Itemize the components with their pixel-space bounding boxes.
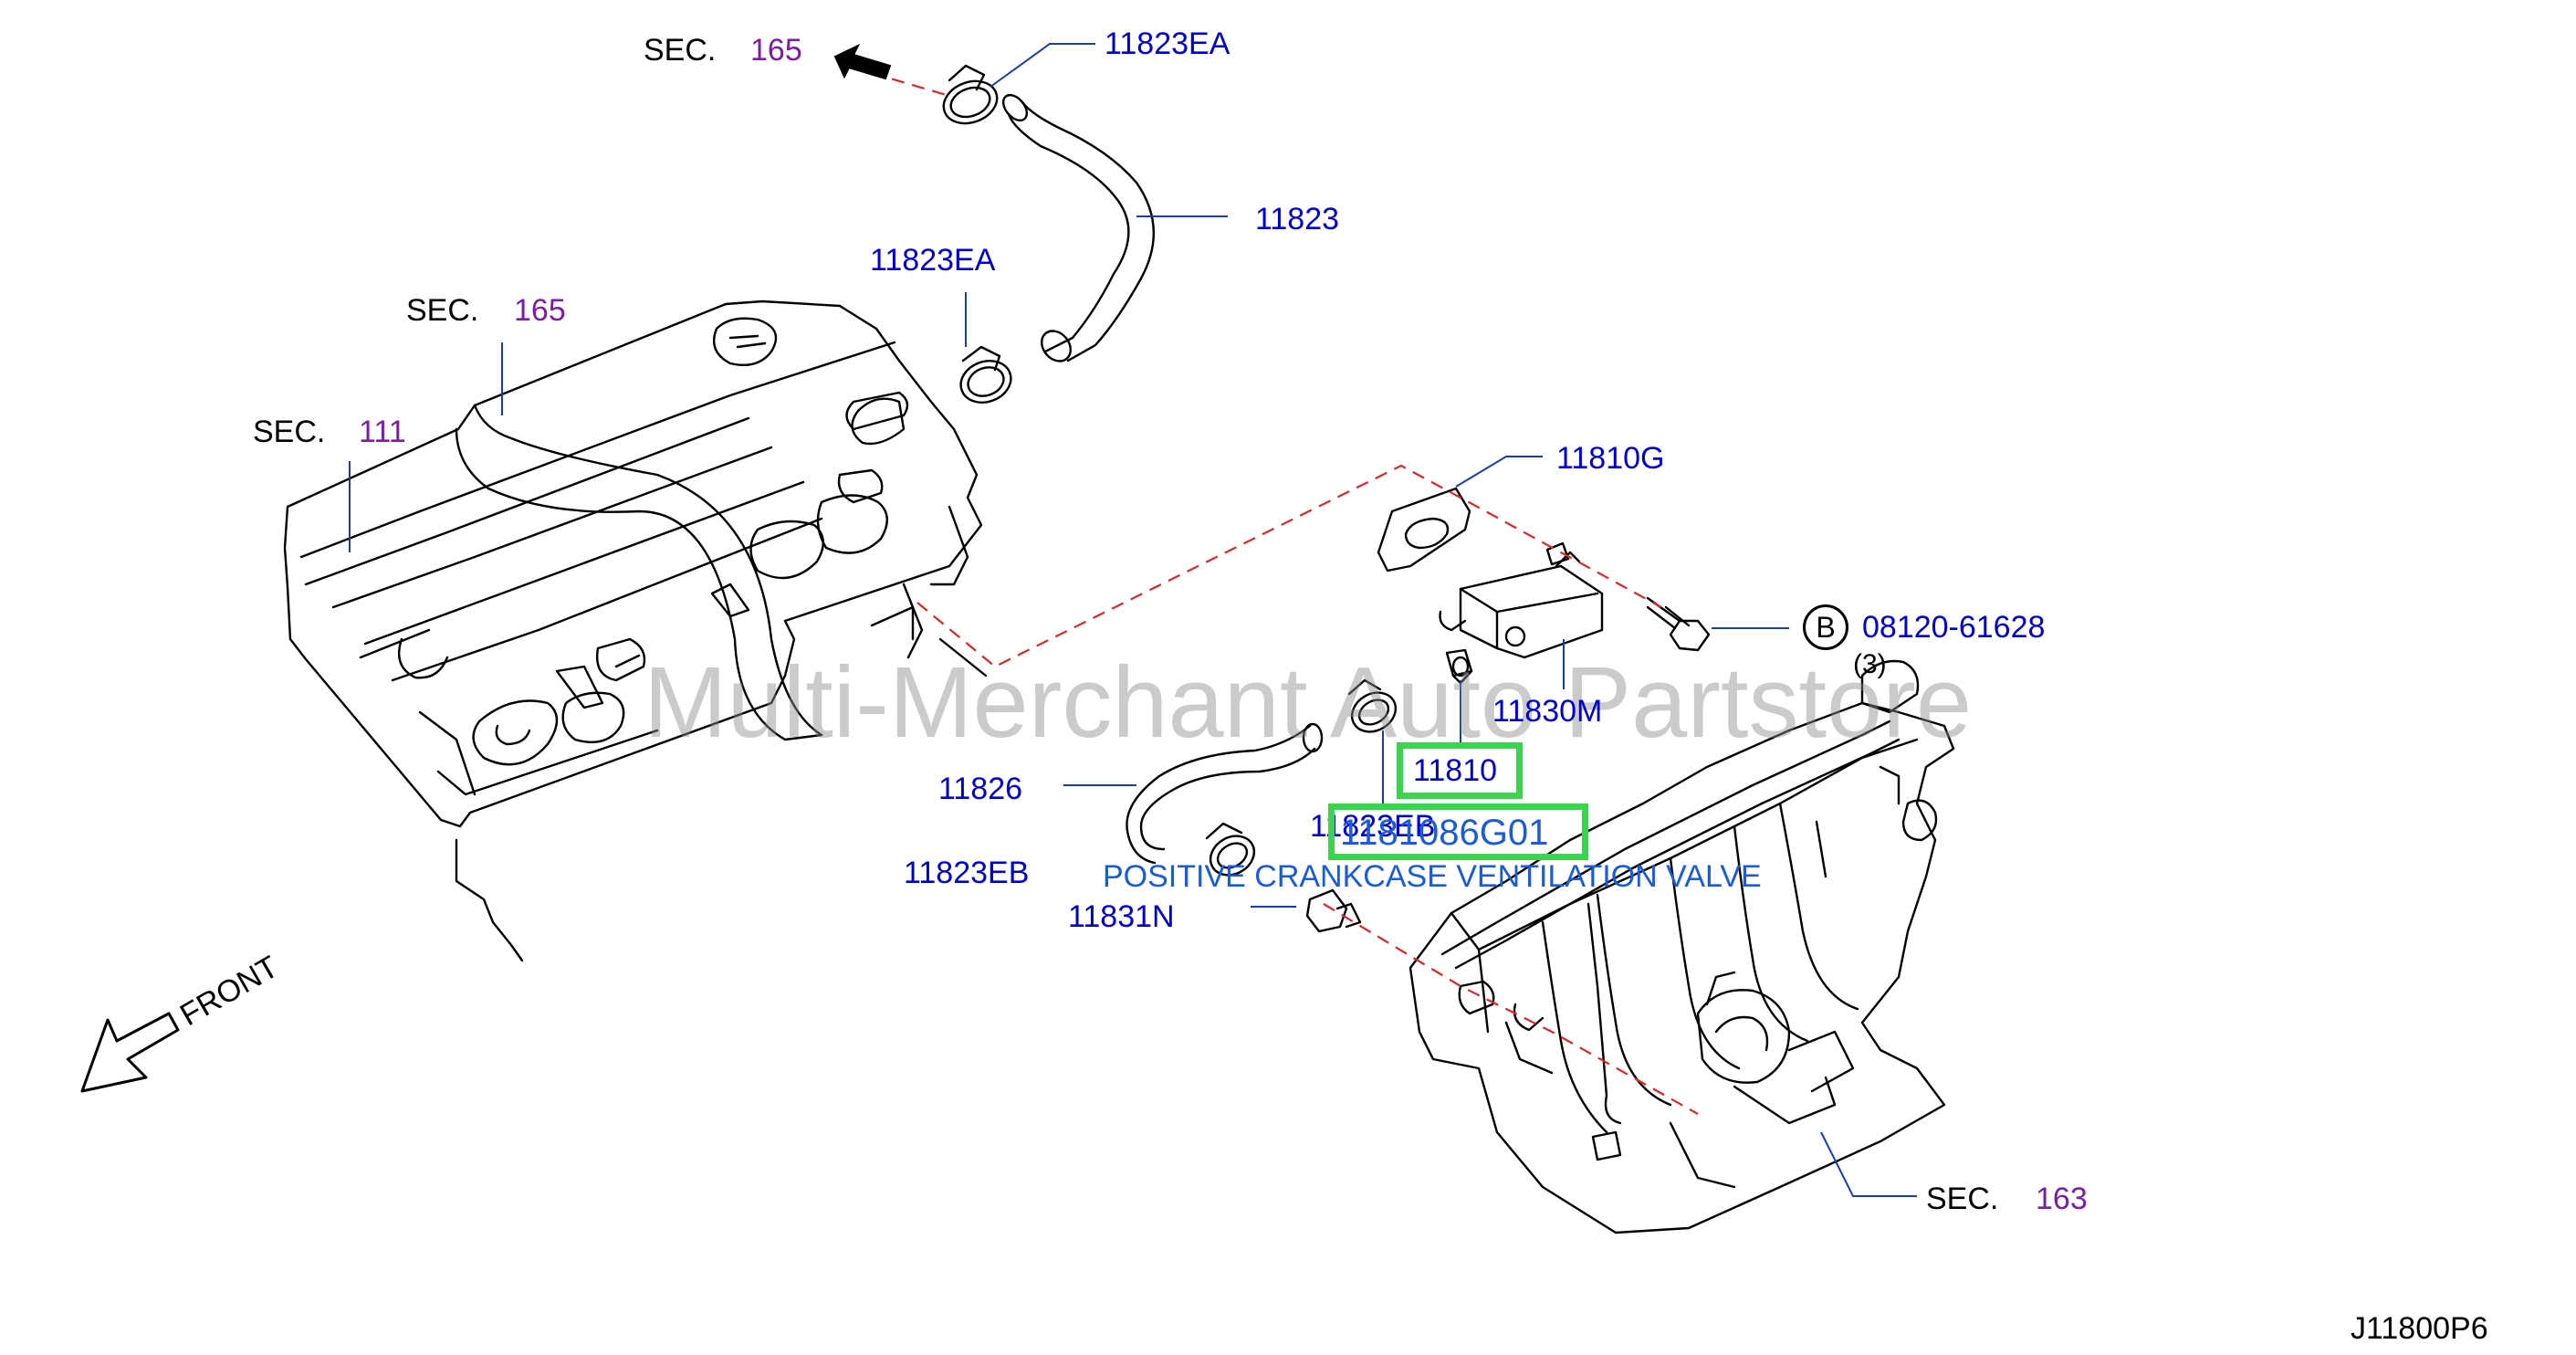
part-label-11823ea-top[interactable]: 11823EA (1105, 26, 1230, 61)
gasket-drawing (1377, 487, 1471, 572)
part-label-11823eb-left[interactable]: 11823EB (904, 856, 1030, 890)
pcv-valve-drawing (1445, 648, 1473, 685)
pcv-hose-upper-drawing (1001, 93, 1156, 362)
bolt-quantity: (3) (1853, 649, 1887, 679)
section-ref-mid-number[interactable]: 165 (514, 293, 566, 328)
part-description: POSITIVE CRANKCASE VENTILATION VALVE (1103, 859, 1762, 894)
leader-lines (349, 43, 1917, 1197)
part-label-11830m[interactable]: 11830M (1492, 694, 1603, 729)
section-ref-left-number[interactable]: 111 (359, 415, 406, 449)
pcv-hose-lower-drawing (1126, 678, 1398, 877)
highlight-box-part-number (1328, 804, 1588, 860)
front-arrow-icon (80, 1012, 180, 1093)
part-label-11823ea-mid[interactable]: 11823EA (870, 243, 996, 278)
bolt-drawing (1545, 541, 1711, 652)
intake-manifold-drawing (1408, 659, 1955, 1234)
highlight-box-11810 (1397, 742, 1523, 799)
section-ref-mid-prefix: SEC. (406, 293, 479, 328)
part-label-11831n[interactable]: 11831N (1068, 899, 1175, 934)
part-label-11826[interactable]: 11826 (938, 772, 1023, 806)
section-ref-top-number[interactable]: 165 (750, 33, 802, 68)
section-arrow-icon (833, 43, 892, 80)
section-ref-top-prefix: SEC. (644, 33, 717, 68)
bolt-ref-circle: B (1803, 604, 1848, 650)
part-label-11810g[interactable]: 11810G (1556, 441, 1665, 476)
part-label-11810[interactable]: 11810 (1413, 753, 1498, 788)
dashed-lines (871, 71, 1699, 1115)
hose-clamp-mid-drawing (959, 345, 1012, 404)
section-ref-bottom-number[interactable]: 163 (2036, 1182, 2088, 1216)
section-ref-left-prefix: SEC. (253, 415, 326, 449)
diagram-code: J11800P6 (2351, 1311, 2488, 1346)
part-label-08120-61628[interactable]: 08120-61628 (1862, 610, 2046, 645)
oil-separator-drawing (1439, 551, 1604, 659)
cylinder-head-drawing (283, 299, 988, 962)
part-label-11823[interactable]: 11823 (1255, 202, 1340, 236)
connector-drawing (1305, 888, 1362, 933)
watermark-text: Multi-Merchant Auto Partstore (644, 646, 1973, 759)
highlighted-part-number[interactable]: 1181086G01 (1340, 813, 1549, 853)
section-ref-bottom-prefix: SEC. (1926, 1182, 1999, 1216)
hose-clamp-top-drawing (942, 64, 999, 125)
